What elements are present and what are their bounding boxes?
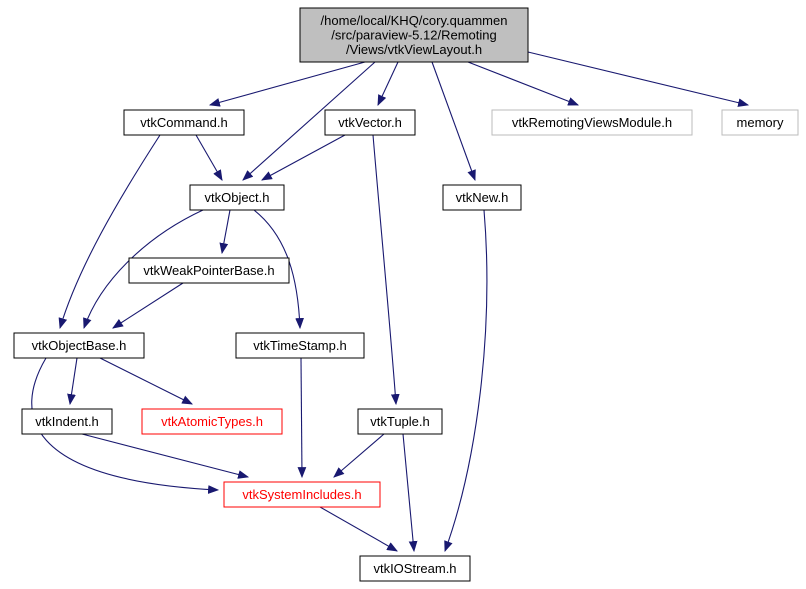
node-box-vtkRemotingViewsModule bbox=[491, 109, 693, 136]
node-vtkObjectBase[interactable]: vtkObjectBase.h bbox=[13, 332, 145, 359]
node-label-vtkViewLayout-line3: /Views/vtkViewLayout.h bbox=[346, 42, 482, 57]
edge-vtkViewLayout-to-vtkVector bbox=[377, 61, 399, 106]
edge-vtkCommand-to-vtkObjectBase bbox=[58, 134, 161, 330]
node-box-vtkTuple[interactable] bbox=[357, 408, 443, 435]
node-label-vtkNew: vtkNew.h bbox=[456, 190, 509, 205]
node-box-vtkTimeStamp[interactable] bbox=[235, 332, 365, 359]
node-vtkWeakPointerBase[interactable]: vtkWeakPointerBase.h bbox=[128, 257, 290, 284]
edge-vtkObjectBase-to-vtkSystemIncludes bbox=[31, 357, 220, 494]
node-vtkIndent[interactable]: vtkIndent.h bbox=[21, 408, 113, 435]
node-memory: memory bbox=[721, 109, 799, 136]
node-vtkVector[interactable]: vtkVector.h bbox=[324, 109, 416, 136]
node-box-vtkIndent[interactable] bbox=[21, 408, 113, 435]
node-vtkRemotingViewsModule: vtkRemotingViewsModule.h bbox=[491, 109, 693, 136]
edge-vtkViewLayout-to-memory bbox=[527, 51, 750, 107]
node-box-vtkNew[interactable] bbox=[442, 184, 522, 211]
edge-vtkViewLayout-to-vtkNew bbox=[431, 61, 476, 182]
node-label-vtkObject: vtkObject.h bbox=[204, 190, 269, 205]
node-label-vtkTimeStamp: vtkTimeStamp.h bbox=[253, 338, 346, 353]
node-label-memory: memory bbox=[737, 115, 784, 130]
node-label-vtkTuple: vtkTuple.h bbox=[370, 414, 430, 429]
node-box-vtkObject[interactable] bbox=[189, 184, 285, 211]
edge-vtkSystemIncludes-to-vtkIOStream bbox=[319, 506, 398, 552]
node-box-vtkObjectBase[interactable] bbox=[13, 332, 145, 359]
node-box-vtkVector[interactable] bbox=[324, 109, 416, 136]
node-label-vtkIndent: vtkIndent.h bbox=[35, 414, 99, 429]
edge-vtkObjectBase-to-vtkAtomicTypes bbox=[99, 357, 193, 405]
node-label-vtkIOStream: vtkIOStream.h bbox=[373, 561, 456, 576]
edge-vtkViewLayout-to-vtkCommand bbox=[208, 61, 366, 107]
edge-vtkCommand-to-vtkObject bbox=[195, 134, 223, 181]
node-box-vtkCommand[interactable] bbox=[123, 109, 245, 136]
node-label-vtkWeakPointerBase: vtkWeakPointerBase.h bbox=[143, 263, 274, 278]
node-label-vtkCommand: vtkCommand.h bbox=[140, 115, 227, 130]
edge-vtkVector-to-vtkObject bbox=[261, 134, 346, 181]
node-vtkTuple[interactable]: vtkTuple.h bbox=[357, 408, 443, 435]
nodes-layer: /home/local/KHQ/cory.quammen/src/paravie… bbox=[13, 7, 799, 582]
node-vtkTimeStamp[interactable]: vtkTimeStamp.h bbox=[235, 332, 365, 359]
node-vtkAtomicTypes[interactable]: vtkAtomicTypes.h bbox=[141, 408, 283, 435]
edge-vtkObject-to-vtkWeakPointerBase bbox=[219, 209, 231, 255]
node-label-vtkAtomicTypes: vtkAtomicTypes.h bbox=[161, 414, 263, 429]
edge-vtkTuple-to-vtkSystemIncludes bbox=[333, 433, 385, 478]
node-label-vtkVector: vtkVector.h bbox=[338, 115, 402, 130]
node-box-vtkWeakPointerBase[interactable] bbox=[128, 257, 290, 284]
edge-vtkNew-to-vtkIOStream bbox=[444, 209, 488, 553]
node-label-vtkSystemIncludes: vtkSystemIncludes.h bbox=[242, 487, 361, 502]
edge-vtkObject-to-vtkObjectBase bbox=[83, 209, 204, 330]
node-vtkSystemIncludes[interactable]: vtkSystemIncludes.h bbox=[223, 481, 381, 508]
node-box-vtkIOStream[interactable] bbox=[359, 555, 471, 582]
node-box-memory bbox=[721, 109, 799, 136]
edge-vtkWeakPointerBase-to-vtkObjectBase bbox=[112, 282, 184, 329]
node-vtkObject[interactable]: vtkObject.h bbox=[189, 184, 285, 211]
node-label-vtkObjectBase: vtkObjectBase.h bbox=[32, 338, 127, 353]
edge-vtkVector-to-vtkTuple bbox=[372, 134, 400, 406]
node-label-vtkViewLayout-line2: /src/paraview-5.12/Remoting bbox=[331, 28, 496, 43]
edge-vtkViewLayout-to-vtkRemotingViewsModule bbox=[467, 61, 580, 106]
node-box-vtkViewLayout bbox=[299, 7, 529, 63]
node-box-vtkAtomicTypes[interactable] bbox=[141, 408, 283, 435]
edge-vtkTuple-to-vtkIOStream bbox=[402, 433, 418, 553]
edge-vtkViewLayout-to-vtkObject bbox=[242, 61, 376, 181]
edge-vtkTimeStamp-to-vtkSystemIncludes bbox=[297, 357, 307, 479]
node-vtkViewLayout: /home/local/KHQ/cory.quammen/src/paravie… bbox=[299, 7, 529, 63]
node-label-vtkViewLayout-line1: /home/local/KHQ/cory.quammen bbox=[321, 13, 508, 28]
node-vtkCommand[interactable]: vtkCommand.h bbox=[123, 109, 245, 136]
edge-vtkIndent-to-vtkSystemIncludes bbox=[81, 433, 250, 479]
node-vtkNew[interactable]: vtkNew.h bbox=[442, 184, 522, 211]
edge-vtkObjectBase-to-vtkIndent bbox=[67, 357, 78, 406]
node-box-vtkSystemIncludes[interactable] bbox=[223, 481, 381, 508]
node-label-vtkRemotingViewsModule: vtkRemotingViewsModule.h bbox=[512, 115, 672, 130]
node-vtkIOStream[interactable]: vtkIOStream.h bbox=[359, 555, 471, 582]
